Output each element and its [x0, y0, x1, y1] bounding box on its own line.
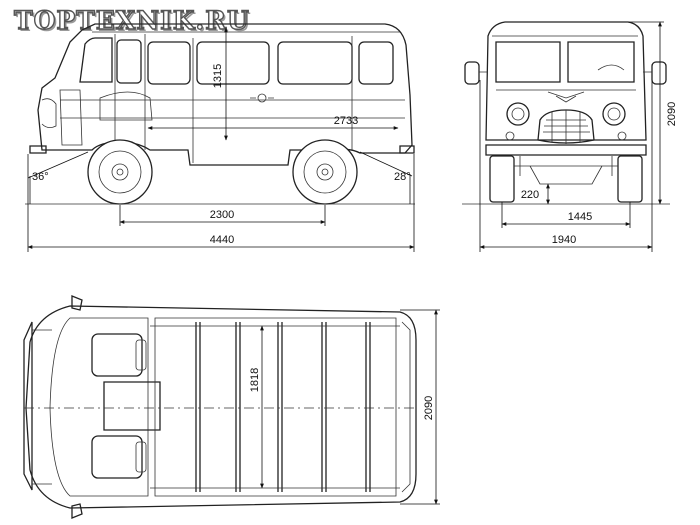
front-windshield	[495, 41, 635, 83]
side-door-seams	[114, 34, 353, 163]
front-axle	[514, 165, 618, 185]
overall-length-label: 4440	[210, 234, 234, 246]
departure-angle-line	[359, 151, 413, 177]
top-left-mirror	[71, 295, 83, 311]
approach-angle-label: 36°	[32, 171, 49, 183]
width-label: 1940	[552, 234, 576, 246]
front-bumper	[485, 144, 647, 156]
right-mirror	[651, 61, 667, 85]
top-body-outline	[25, 305, 417, 509]
side-body-outline	[37, 23, 413, 166]
wheelbase-label: 2300	[210, 209, 234, 221]
dim-ext-length	[27, 154, 415, 252]
side-windshield	[79, 37, 113, 83]
top-view: 1818 2090	[23, 295, 440, 519]
top-rear-end	[401, 321, 411, 493]
top-engine-cover	[103, 381, 161, 431]
side-window-3	[277, 41, 353, 85]
front-height-label: 2090	[666, 102, 678, 126]
right-indicator	[617, 131, 627, 141]
top-roof-panel	[154, 317, 397, 497]
top-front-bumper	[23, 321, 33, 491]
side-door-window	[116, 39, 142, 84]
left-indicator	[505, 131, 515, 141]
side-window-2	[196, 41, 270, 85]
side-hood-panel	[59, 89, 83, 146]
track-label: 1445	[568, 211, 592, 223]
side-rear-bumper	[399, 145, 415, 154]
top-front-fenders	[32, 329, 52, 485]
side-front-fender	[99, 91, 153, 121]
watermark: TOPTEXNIK.RU	[13, 5, 250, 35]
top-width-label: 2090	[423, 396, 435, 420]
front-emblem	[547, 91, 585, 103]
side-fuel-cap	[257, 93, 267, 103]
side-roof-line	[92, 23, 400, 33]
headlight-icon	[506, 102, 530, 126]
seat-icon	[91, 333, 147, 377]
side-window-1	[147, 41, 191, 85]
top-cab-area	[49, 317, 149, 497]
departure-angle-label: 28°	[394, 171, 411, 183]
top-roof-ribs	[195, 322, 371, 492]
clearance-label: 220	[521, 189, 539, 201]
top-roof-rails	[150, 325, 400, 489]
dim-ext-width	[479, 80, 653, 252]
headlight-icon	[602, 102, 626, 126]
front-grille	[537, 109, 595, 144]
side-window-4	[358, 41, 394, 85]
side-headlight	[41, 98, 57, 128]
cargo-length-label: 2733	[334, 115, 358, 127]
front-springs	[519, 156, 613, 176]
approach-angle-line	[27, 151, 89, 179]
dim-ext-top-width	[400, 309, 440, 505]
side-front-bumper	[29, 145, 47, 154]
front-view: 2090 220 1445 1940	[462, 21, 678, 252]
wheel-icon	[292, 139, 358, 205]
wheel-icon	[617, 155, 643, 203]
left-mirror	[464, 61, 480, 85]
wheel-icon	[87, 139, 153, 205]
front-grille-mesh	[543, 110, 590, 144]
height-label: 1315	[212, 64, 224, 88]
front-steering-wheel	[597, 64, 625, 71]
side-view: 1315 2733 2300 4440 36° 28°	[25, 23, 415, 252]
seat-icon	[91, 435, 147, 479]
wheel-icon	[489, 155, 515, 203]
top-right-mirror	[71, 503, 83, 519]
inner-width-label: 1818	[249, 368, 261, 392]
side-belt-lines	[60, 99, 405, 119]
